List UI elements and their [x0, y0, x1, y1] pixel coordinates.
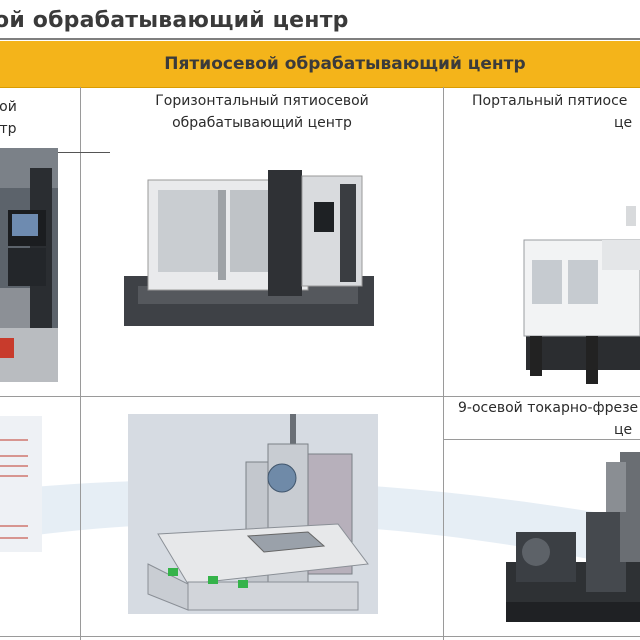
- diagram-labels-photo: [0, 416, 42, 552]
- table-header-text: Пятиосевой обрабатывающий центр: [164, 54, 526, 74]
- vertical-machine-photo: [0, 148, 58, 382]
- cad-machine-render: [128, 414, 378, 614]
- page-title: ой обрабатывающий центр: [0, 8, 349, 33]
- nine-axis-caption-line2: це: [614, 422, 633, 438]
- grid-line-h3: [0, 636, 640, 637]
- left-caption-line1: ой: [0, 99, 17, 115]
- portal-caption-line1: Портальный пятиосе: [472, 93, 628, 109]
- horizontal-caption-line1: Горизонтальный пятиосевой: [155, 93, 369, 109]
- grid-line-h2: [443, 439, 640, 440]
- title-rule: [0, 38, 640, 40]
- grid-line-v1: [80, 87, 81, 640]
- nine-axis-machine-photo: [506, 452, 640, 628]
- grid-line-h1: [0, 396, 640, 397]
- portal-caption-line2: це: [614, 115, 633, 131]
- horizontal-caption-line2: обрабатывающий центр: [172, 115, 352, 131]
- table-header-band: [0, 41, 640, 88]
- nine-axis-caption-line1: 9-осевой токарно-фрезе: [458, 400, 639, 416]
- grid-line-v2: [443, 87, 444, 640]
- horizontal-machine-photo: [118, 150, 380, 332]
- portal-machine-photo: [516, 200, 640, 386]
- caption-divider: [20, 152, 110, 153]
- left-caption-line2: тр: [0, 121, 17, 137]
